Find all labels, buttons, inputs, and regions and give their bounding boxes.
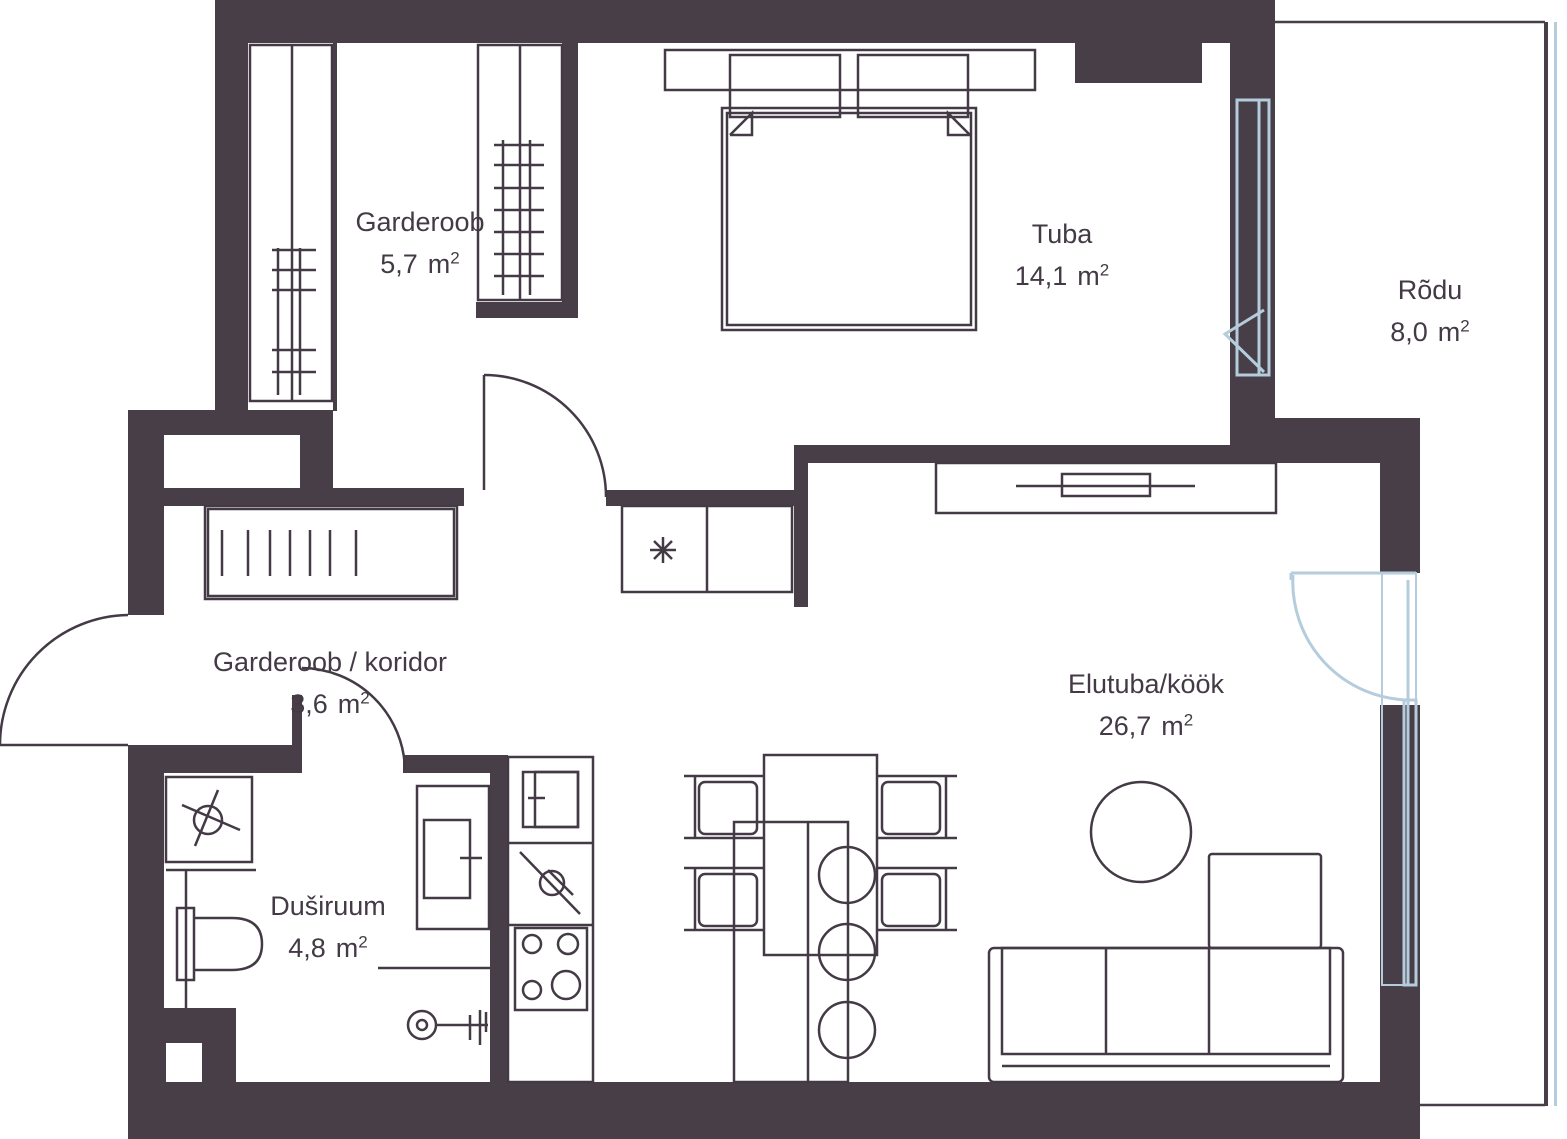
- room-name: Rõdu: [1397, 275, 1463, 305]
- balcony-glass: [1554, 22, 1557, 1106]
- balcony-outline: [1275, 20, 1545, 1107]
- furniture-and-fixtures: [0, 43, 1345, 1084]
- room-name: Duširuum: [270, 891, 386, 921]
- glazing: [1222, 98, 1418, 987]
- room-name: Garderoob / koridor: [212, 647, 448, 677]
- balcony-rail: [1544, 22, 1548, 1106]
- room-name: Elutuba/köök: [1067, 669, 1225, 699]
- room-name: Tuba: [1031, 219, 1093, 249]
- walls: [128, 0, 1420, 1139]
- room-name: Garderoob: [355, 207, 485, 237]
